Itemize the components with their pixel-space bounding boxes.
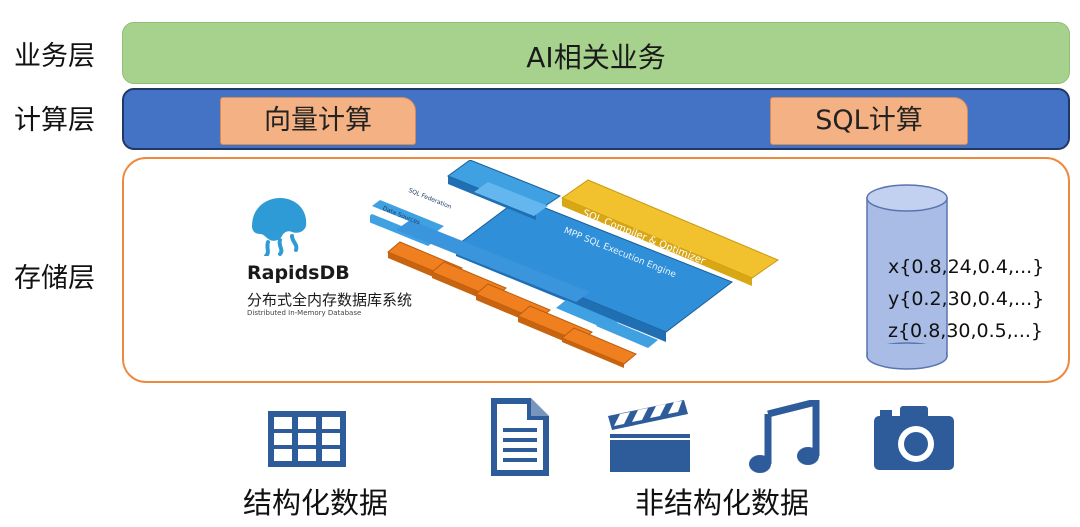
vector-row-y: y{0.2,30,0.4,...}: [888, 288, 1045, 310]
document-icon: [491, 398, 549, 476]
rapidsdb-architecture-diagram: [370, 160, 780, 368]
sql-compute-chip: SQL计算: [770, 97, 968, 145]
database-cylinder-icon: [866, 184, 948, 370]
layer-label-storage: 存储层: [14, 263, 95, 294]
vector-row-x: x{0.8,24,0.4,...}: [888, 256, 1045, 278]
vector-row-z: z{0.8,30,0.5,...}: [888, 320, 1043, 342]
business-layer-band: AI相关业务: [122, 22, 1070, 84]
rapidsdb-jellyfish-logo: [252, 198, 307, 256]
rapidsdb-logo-text: RapidsDB: [247, 262, 350, 284]
music-note-icon: [749, 400, 820, 473]
layer-label-compute: 计算层: [14, 105, 95, 136]
table-icon: [268, 411, 346, 467]
rapidsdb-subtitle-en: Distributed In-Memory Database: [247, 309, 362, 317]
clapperboard-icon: [608, 400, 690, 472]
rapidsdb-subtitle-cn: 分布式全内存数据库系统: [247, 291, 413, 309]
unstructured-data-label: 非结构化数据: [635, 486, 810, 520]
layer-label-business: 业务层: [14, 41, 95, 72]
vector-compute-chip: 向量计算: [220, 97, 416, 145]
structured-data-label: 结构化数据: [243, 486, 389, 520]
business-band-text: AI相关业务: [526, 41, 666, 74]
camera-icon: [874, 406, 954, 470]
